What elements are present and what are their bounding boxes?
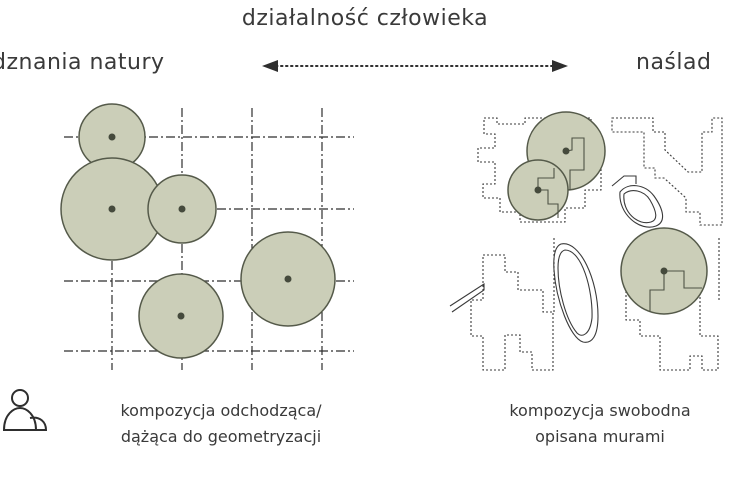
people-outline-icon xyxy=(2,389,48,431)
right-caption-line-2: opisana murami xyxy=(535,427,665,446)
composition-circle xyxy=(620,227,708,315)
right-caption: kompozycja swobodna opisana murami xyxy=(460,398,730,450)
left-caption-line-2: dążąca do geometryzacji xyxy=(120,427,322,446)
composition-circle xyxy=(60,157,164,261)
left-caption-line-1: kompozycja odchodząca/ xyxy=(120,401,322,420)
composition-circle xyxy=(147,174,217,244)
path-lines xyxy=(449,175,664,343)
right-heading: naślad xyxy=(636,50,712,75)
composition-circle xyxy=(78,103,146,171)
composition-circle xyxy=(240,231,336,327)
composition-circle xyxy=(507,159,569,221)
right-caption-line-1: kompozycja swobodna xyxy=(509,401,691,420)
composition-circle xyxy=(138,273,224,359)
left-caption: kompozycja odchodząca/ dążąca do geometr… xyxy=(56,398,386,450)
left-heading: dznania natury xyxy=(0,50,165,75)
double-dotted-arrow-icon xyxy=(262,60,568,72)
diagram-title: działalność człowieka xyxy=(241,6,489,31)
